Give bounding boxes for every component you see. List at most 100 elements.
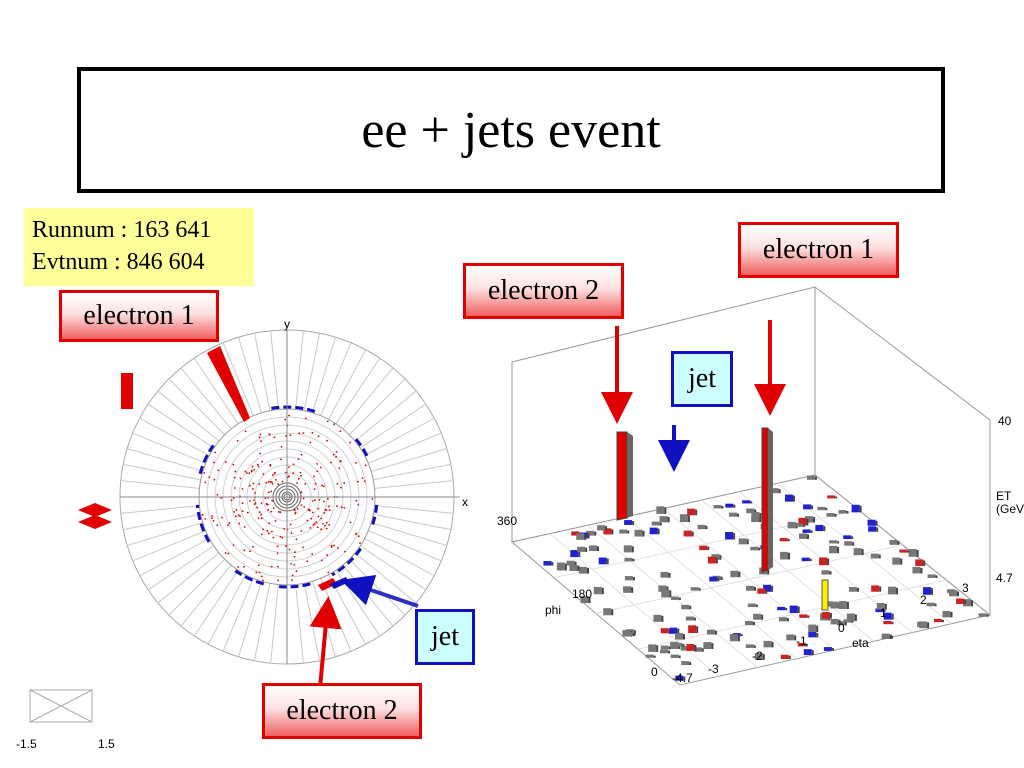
lego-tower-side bbox=[964, 599, 967, 604]
lego-tower bbox=[899, 549, 908, 553]
lego-tower bbox=[742, 500, 751, 504]
electron1-lego-tower-side bbox=[768, 428, 773, 570]
lego-tower-side bbox=[787, 539, 790, 542]
phi-tick-360: 360 bbox=[497, 514, 517, 528]
tracker-hit bbox=[235, 509, 238, 511]
calorimeter-segment-line bbox=[303, 583, 321, 661]
lego-tower bbox=[729, 634, 738, 642]
tracker-hit bbox=[310, 517, 313, 520]
tracker-hit bbox=[244, 470, 247, 473]
lego-tower bbox=[785, 494, 794, 502]
lego-tower bbox=[827, 495, 836, 499]
calorimeter-segment-line bbox=[295, 584, 304, 664]
calorimeter-deposit-arc bbox=[354, 438, 370, 460]
lego-tower bbox=[799, 614, 808, 618]
lego-tower-side bbox=[659, 522, 662, 526]
tracker-hit bbox=[254, 492, 256, 494]
tracker-hit bbox=[304, 417, 307, 420]
jet-label-left-text: jet bbox=[431, 621, 459, 652]
lego-tower-side bbox=[825, 507, 828, 511]
calorimeter-deposit-arc bbox=[271, 405, 319, 414]
tracker-hit bbox=[232, 544, 235, 546]
lego-tower-side bbox=[813, 517, 816, 523]
calorimeter-segment-line bbox=[312, 337, 336, 413]
lego-tower bbox=[576, 533, 585, 540]
tracker-hit bbox=[257, 564, 260, 567]
tracker-hit bbox=[259, 433, 262, 436]
et-max-tick: 40 bbox=[998, 414, 1012, 428]
lego-tower-side bbox=[891, 621, 894, 625]
muon-hit-marker bbox=[121, 373, 133, 409]
lego-tower bbox=[956, 598, 965, 604]
lego-tower bbox=[569, 564, 578, 571]
calorimeter-segment-line bbox=[180, 367, 232, 430]
calorimeter-segment-line bbox=[270, 584, 279, 664]
tracker-hit bbox=[213, 461, 215, 464]
tracker-hit bbox=[271, 483, 274, 485]
lego-tower-side bbox=[664, 507, 667, 514]
lego-tower-side bbox=[852, 542, 855, 546]
tracker-hit bbox=[268, 522, 271, 525]
lego-tower-side bbox=[970, 600, 973, 607]
tracker-hit bbox=[280, 445, 283, 448]
lego-tower-side bbox=[678, 655, 681, 659]
lego-tower-side bbox=[577, 565, 580, 571]
lego-tower-side bbox=[916, 550, 919, 557]
lego-tower bbox=[770, 488, 779, 494]
tracker-hit bbox=[357, 503, 360, 506]
calorimeter-segment-line bbox=[123, 463, 201, 481]
lego-tower-side bbox=[786, 618, 789, 622]
lego-tower bbox=[690, 587, 699, 591]
tracker-hit bbox=[241, 510, 244, 513]
tracker-hit bbox=[227, 552, 230, 555]
tracker-hit bbox=[277, 579, 280, 582]
et-axis-unit: (GeV) bbox=[996, 502, 1024, 516]
lego-tower-side bbox=[691, 531, 694, 537]
tracker-hit bbox=[212, 519, 215, 522]
jet-lego-tower bbox=[821, 579, 829, 611]
lego-tower-side bbox=[707, 546, 710, 551]
lego-tower-side bbox=[754, 509, 757, 514]
tracker-hit bbox=[234, 515, 237, 517]
lego-tower bbox=[875, 608, 884, 613]
tracker-hit bbox=[349, 441, 351, 444]
lego-tower bbox=[656, 506, 665, 514]
tracker-hit bbox=[279, 511, 282, 514]
tracker-hit bbox=[330, 544, 333, 547]
lego-tower bbox=[681, 661, 690, 666]
lego-tower bbox=[908, 549, 917, 557]
lego-tower bbox=[805, 516, 814, 523]
lego-tower bbox=[577, 546, 586, 552]
tracker-hits bbox=[201, 414, 374, 582]
eta-tick: 1 bbox=[880, 606, 887, 620]
tracker-hit bbox=[274, 519, 277, 522]
calorimeter-deposit-arc bbox=[279, 582, 311, 589]
lego-tower bbox=[817, 506, 826, 511]
lego-tower bbox=[597, 525, 606, 531]
lego-tower bbox=[751, 518, 760, 523]
lego-tower bbox=[829, 540, 838, 544]
tracker-hit bbox=[327, 571, 330, 574]
scale-min: -1.5 bbox=[16, 737, 37, 751]
electron2-tower bbox=[318, 578, 337, 591]
lego-tower bbox=[659, 516, 668, 523]
jet-label-left: jet bbox=[415, 609, 475, 665]
lego-tower bbox=[570, 550, 579, 558]
lego-tower bbox=[826, 512, 835, 517]
lego-tower bbox=[848, 587, 857, 592]
tracker-hit bbox=[270, 490, 273, 493]
tracker-hit bbox=[262, 579, 264, 582]
tracker-hit bbox=[332, 453, 335, 456]
lego-tower-side bbox=[831, 648, 834, 651]
tracker-hit bbox=[257, 517, 260, 520]
tracker-hit bbox=[224, 552, 227, 554]
tracker-hit bbox=[243, 565, 245, 568]
tracker-hit bbox=[315, 521, 318, 524]
lego-tower-side bbox=[875, 520, 878, 526]
lego-tower bbox=[927, 574, 936, 578]
lego-tower bbox=[853, 548, 862, 556]
calorimeter-segment-line bbox=[364, 417, 435, 456]
lego-tower-side bbox=[601, 587, 604, 595]
tracker-hit bbox=[288, 414, 290, 417]
